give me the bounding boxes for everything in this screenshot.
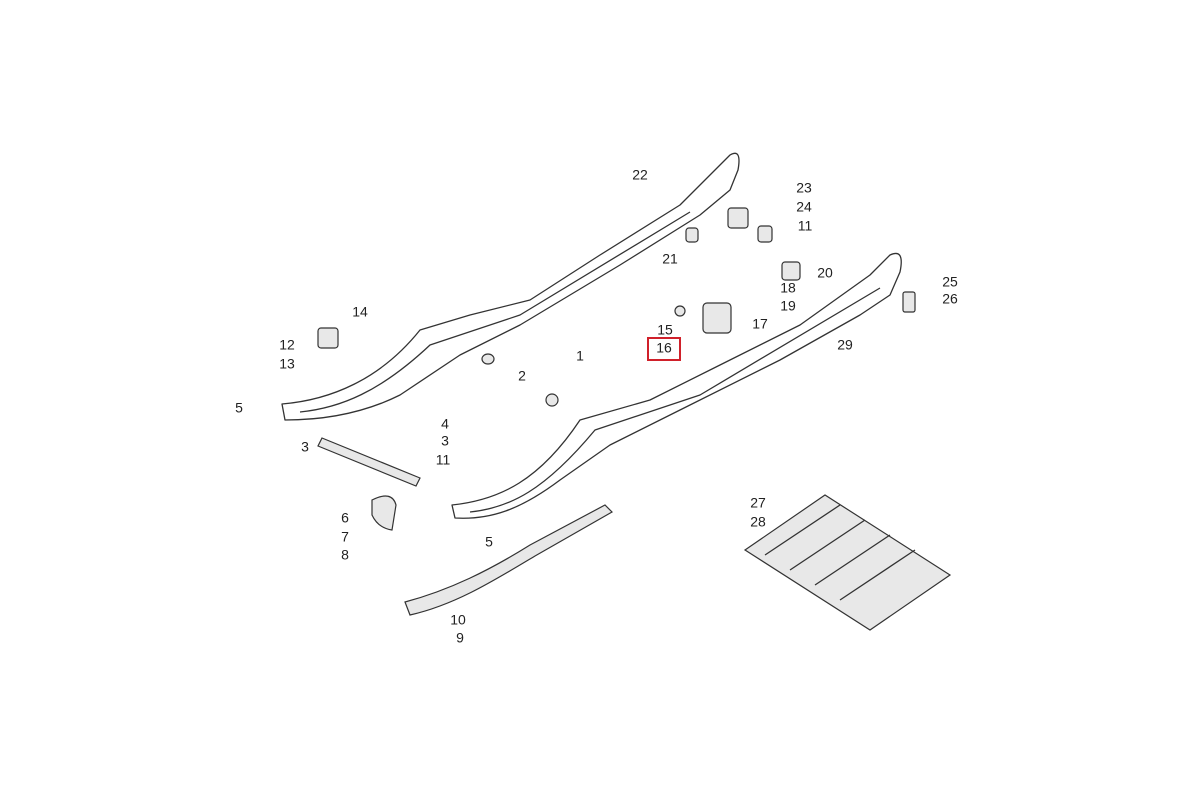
callout-6[interactable]: 6 [341,510,349,526]
callout-14[interactable]: 14 [352,304,368,320]
left-slide-rail [281,152,740,421]
callout-13[interactable]: 13 [279,356,295,372]
callout-24[interactable]: 24 [796,199,812,215]
callout-12[interactable]: 12 [279,337,295,353]
callout-11[interactable]: 11 [436,452,451,468]
callout-5[interactable]: 5 [485,534,493,550]
callout-2[interactable]: 2 [518,368,526,384]
callout-1[interactable]: 1 [576,348,584,364]
callout-3[interactable]: 3 [301,439,309,455]
callout-23[interactable]: 23 [796,180,812,196]
callout-11[interactable]: 11 [798,218,813,234]
callout-4[interactable]: 4 [441,416,449,432]
right-slide-rail [451,252,902,519]
callout-19[interactable]: 19 [780,298,796,314]
callout-15[interactable]: 15 [657,322,673,338]
callout-10[interactable]: 10 [450,612,466,628]
callout-9[interactable]: 9 [456,630,464,646]
callout-29[interactable]: 29 [837,337,853,353]
highlight-box [647,337,681,361]
callout-22[interactable]: 22 [632,167,648,183]
callout-21[interactable]: 21 [662,251,678,267]
callout-8[interactable]: 8 [341,547,349,563]
callout-20[interactable]: 20 [817,265,833,281]
callout-16[interactable]: 16 [656,340,672,356]
callout-28[interactable]: 28 [750,514,766,530]
callout-5[interactable]: 5 [235,400,243,416]
callout-3[interactable]: 3 [441,433,449,449]
callout-27[interactable]: 27 [750,495,766,511]
small-parts [317,207,916,531]
track-section [743,494,952,631]
callout-17[interactable]: 17 [752,316,768,332]
slide-wear-strip [404,504,613,616]
callout-18[interactable]: 18 [780,280,796,296]
callout-26[interactable]: 26 [942,291,958,307]
callout-25[interactable]: 25 [942,274,958,290]
axle-shaft [317,437,421,487]
callout-7[interactable]: 7 [341,529,349,545]
